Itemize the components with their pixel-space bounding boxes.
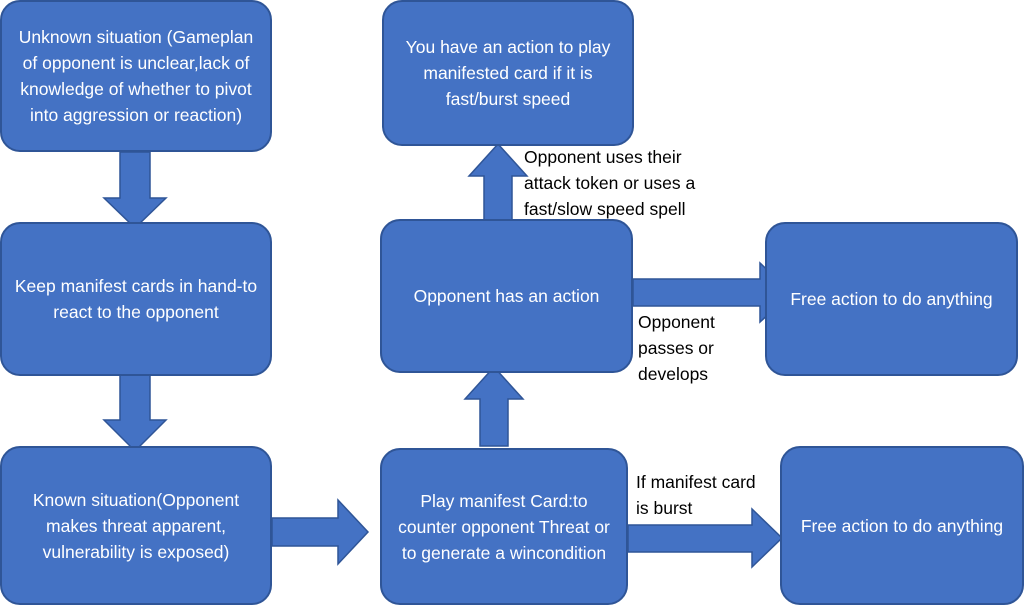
passes-develops-label: Opponent passes or develops xyxy=(638,312,715,384)
keep-manifest-box: Keep manifest cards in hand-to react to … xyxy=(0,222,272,376)
you-have-action-text: You have an action to play manifested ca… xyxy=(405,37,611,109)
you-have-action-box: You have an action to play manifested ca… xyxy=(382,0,634,146)
unknown-situation-text: Unknown situation (Gameplan of opponent … xyxy=(18,27,254,125)
burst-label: If manifest card is burst xyxy=(636,472,756,518)
arrow-down-keep-to-known xyxy=(102,374,168,453)
known-situation-box: Known situation(Opponent makes threat ap… xyxy=(0,446,272,605)
play-manifest-box: Play manifest Card:to counter opponent T… xyxy=(380,448,628,605)
arrow-down-unknown-to-keep xyxy=(102,151,168,230)
unknown-situation-box: Unknown situation (Gameplan of opponent … xyxy=(0,0,272,152)
play-manifest-text: Play manifest Card:to counter opponent T… xyxy=(398,490,610,563)
opponent-has-action-text: Opponent has an action xyxy=(413,286,600,306)
free-action-bottom-box: Free action to do anything xyxy=(780,446,1024,605)
free-action-top-text: Free action to do anything xyxy=(790,289,993,309)
arrow-up-play-to-opponent xyxy=(463,365,525,447)
opponent-has-action-box: Opponent has an action xyxy=(380,219,633,373)
free-action-bottom-text: Free action to do anything xyxy=(800,515,1004,536)
arrow-right-known-to-play xyxy=(271,498,370,566)
known-situation-text: Known situation(Opponent makes threat ap… xyxy=(32,489,240,562)
arrow-up-opponent-to-you xyxy=(467,142,529,221)
free-action-top-box: Free action to do anything xyxy=(765,222,1018,376)
arrow-right-play-to-free-bottom xyxy=(627,507,784,569)
attack-token-label: Opponent uses their attack token or uses… xyxy=(524,147,696,219)
keep-manifest-text: Keep manifest cards in hand-to react to … xyxy=(14,276,258,322)
